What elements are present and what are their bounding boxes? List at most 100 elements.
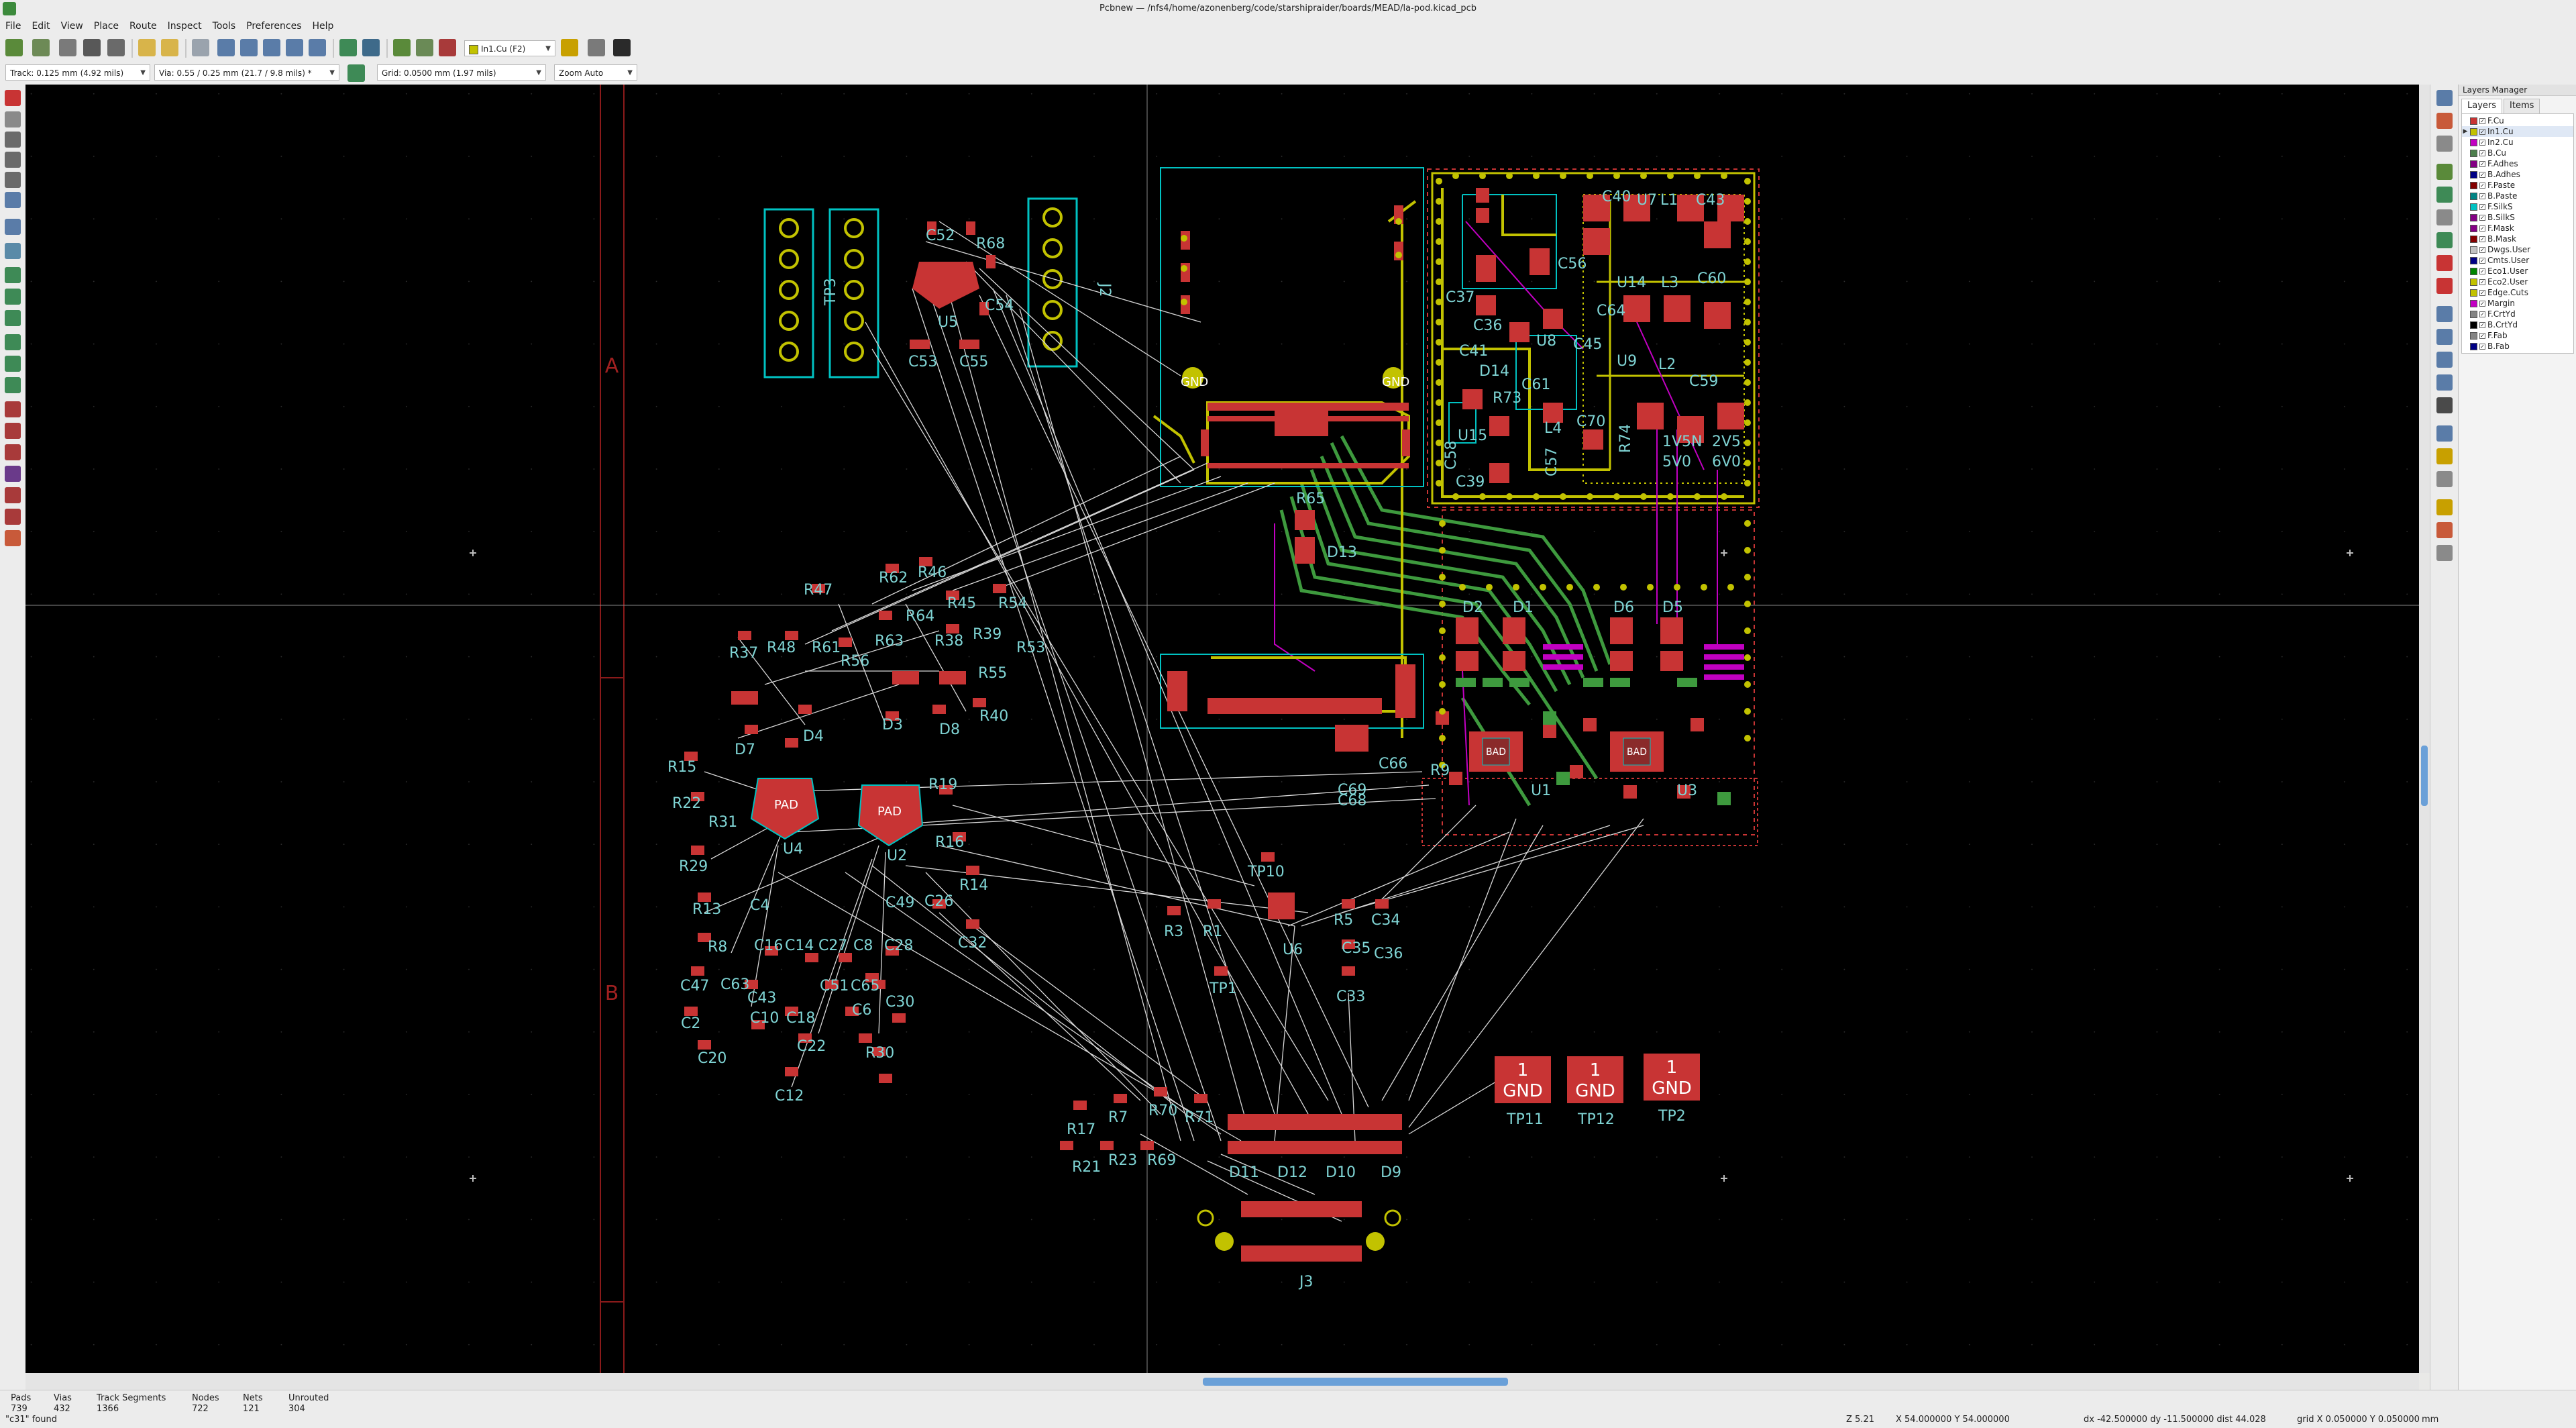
tab-items[interactable]: Items [2504, 99, 2540, 113]
zoom-select[interactable]: Zoom Auto▼ [554, 64, 637, 81]
menu-route[interactable]: Route [129, 21, 157, 32]
open-board-icon[interactable] [32, 39, 50, 56]
refresh-icon[interactable] [217, 39, 235, 56]
layer-visibility-checkbox[interactable]: ✓ [2479, 150, 2485, 156]
layer-color-swatch[interactable] [2470, 332, 2477, 340]
layer-row[interactable]: ✓Dwgs.User [2462, 244, 2573, 255]
draw-arc-icon[interactable] [2436, 352, 2453, 368]
redo-icon[interactable] [161, 39, 178, 56]
footprint-browser-icon[interactable] [416, 39, 433, 56]
vias-sketch-icon[interactable] [5, 356, 21, 372]
layer-row[interactable]: ✓F.Adhes [2462, 158, 2573, 169]
zone-unfilled-icon[interactable] [5, 310, 21, 326]
layer-color-swatch[interactable] [2470, 342, 2477, 350]
menu-preferences[interactable]: Preferences [246, 21, 302, 32]
select-tool-icon[interactable] [2436, 90, 2453, 106]
layer-select[interactable]: In1.Cu (F2)▼ [464, 40, 555, 56]
layer-row[interactable]: ✓F.Fab [2462, 330, 2573, 341]
layer-row[interactable]: ✓Eco2.User [2462, 276, 2573, 287]
layer-row[interactable]: ✓F.CrtYd [2462, 309, 2573, 319]
update-pcb-icon[interactable] [362, 39, 380, 56]
draw-line-icon[interactable] [2436, 306, 2453, 322]
layer-row[interactable]: ✓In2.Cu [2462, 137, 2573, 148]
layer-visibility-checkbox[interactable]: ✓ [2479, 311, 2485, 317]
layer-row[interactable]: ✓B.Adhes [2462, 169, 2573, 180]
menu-help[interactable]: Help [312, 21, 334, 32]
layer-row[interactable]: ✓F.Cu [2462, 115, 2573, 126]
layer-row[interactable]: ✓Cmts.User [2462, 255, 2573, 266]
layer-color-swatch[interactable] [2470, 160, 2477, 168]
layer-visibility-checkbox[interactable]: ✓ [2479, 268, 2485, 274]
menu-view[interactable]: View [60, 21, 83, 32]
layer-color-swatch[interactable] [2470, 203, 2477, 211]
add-zone-icon[interactable] [2436, 255, 2453, 271]
layer-visibility-checkbox[interactable]: ✓ [2479, 214, 2485, 221]
layer-color-swatch[interactable] [2470, 321, 2477, 329]
new-board-icon[interactable] [5, 39, 23, 56]
layer-color-swatch[interactable] [2470, 181, 2477, 189]
menu-tools[interactable]: Tools [212, 21, 236, 32]
layer-visibility-checkbox[interactable]: ✓ [2479, 139, 2485, 146]
layer-visibility-checkbox[interactable]: ✓ [2479, 117, 2485, 124]
layer-color-swatch[interactable] [2470, 149, 2477, 157]
layer-color-swatch[interactable] [2470, 117, 2477, 125]
via-size-select[interactable]: Via: 0.55 / 0.25 mm (21.7 / 9.8 mils) *▼ [154, 64, 339, 81]
layer-color-swatch[interactable] [2470, 267, 2477, 275]
layers-manager-icon[interactable] [5, 423, 21, 439]
pad-numbers-icon[interactable] [5, 530, 21, 546]
units-inch-icon[interactable] [5, 152, 21, 168]
layer-row[interactable]: ✓B.Paste [2462, 191, 2573, 201]
layer-visibility-checkbox[interactable]: ✓ [2479, 300, 2485, 307]
drill-origin-icon[interactable] [2436, 499, 2453, 515]
layer-color-swatch[interactable] [2470, 299, 2477, 307]
layer-row[interactable]: ✓Edge.Cuts [2462, 287, 2573, 298]
track-width-select[interactable]: Track: 0.125 mm (4.92 mils)▼ [5, 64, 150, 81]
route-track-icon[interactable] [2436, 187, 2453, 203]
layer-visibility-checkbox[interactable]: ✓ [2479, 257, 2485, 264]
layer-visibility-checkbox[interactable]: ✓ [2479, 289, 2485, 296]
zoom-fit-icon[interactable] [286, 39, 303, 56]
layer-color-swatch[interactable] [2470, 235, 2477, 243]
layer-row[interactable]: ✓Margin [2462, 298, 2573, 309]
layer-color-swatch[interactable] [2470, 138, 2477, 146]
layer-color-swatch[interactable] [2470, 256, 2477, 264]
undo-icon[interactable] [138, 39, 156, 56]
pcb-canvas[interactable]: A B [25, 85, 2419, 1373]
layer-row[interactable]: ✓B.Cu [2462, 148, 2573, 158]
layer-visibility-checkbox[interactable]: ✓ [2479, 343, 2485, 350]
units-mm-icon[interactable] [5, 172, 21, 188]
layer-color-swatch[interactable] [2470, 246, 2477, 254]
horizontal-scrollbar[interactable] [25, 1373, 2419, 1390]
scripting-icon[interactable] [588, 39, 605, 56]
layer-color-swatch[interactable] [2470, 213, 2477, 221]
high-contrast-icon[interactable] [5, 401, 21, 417]
layer-visibility-checkbox[interactable]: ✓ [2479, 128, 2485, 135]
layer-visibility-checkbox[interactable]: ✓ [2479, 225, 2485, 232]
polar-coords-icon[interactable] [5, 132, 21, 148]
layer-visibility-checkbox[interactable]: ✓ [2479, 246, 2485, 253]
menu-inspect[interactable]: Inspect [167, 21, 202, 32]
tracks-sketch-icon[interactable] [5, 377, 21, 393]
layer-row[interactable]: ✓Eco1.User [2462, 266, 2573, 276]
net-highlight-icon[interactable] [5, 509, 21, 525]
netlist-icon[interactable] [339, 39, 357, 56]
layer-color-swatch[interactable] [2470, 128, 2477, 136]
layer-row[interactable]: ✓F.Paste [2462, 180, 2573, 191]
layer-visibility-checkbox[interactable]: ✓ [2479, 203, 2485, 210]
layer-color-swatch[interactable] [2470, 192, 2477, 200]
local-ratsnest-icon[interactable] [2436, 136, 2453, 152]
save-icon[interactable] [59, 39, 76, 56]
tab-layers[interactable]: Layers [2461, 99, 2503, 113]
draw-circle-icon[interactable] [2436, 329, 2453, 345]
vertical-scroll-thumb[interactable] [2421, 746, 2428, 806]
drc-markers-icon[interactable] [5, 90, 21, 106]
ratsnest-curved-icon[interactable] [5, 243, 21, 259]
add-text-icon[interactable] [2436, 397, 2453, 413]
draw-polygon-icon[interactable] [2436, 374, 2453, 391]
layer-row[interactable]: ✓B.SilkS [2462, 212, 2573, 223]
layer-visibility-checkbox[interactable]: ✓ [2479, 321, 2485, 328]
grid-origin-icon[interactable] [2436, 522, 2453, 538]
curved-ratsnest-icon[interactable] [5, 487, 21, 503]
zone-fill-icon[interactable] [5, 267, 21, 283]
layer-row[interactable]: ✓F.SilkS [2462, 201, 2573, 212]
